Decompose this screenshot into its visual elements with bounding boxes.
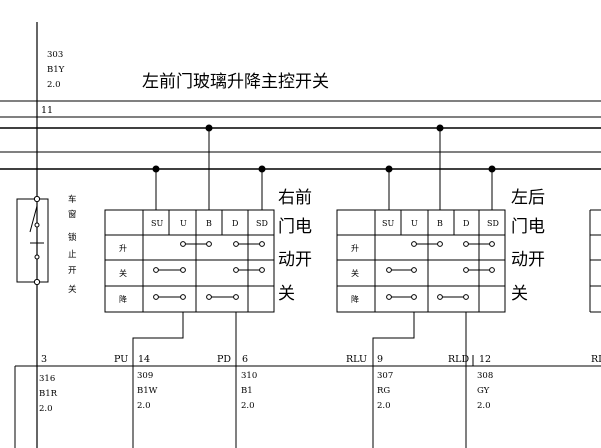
svg-text:门电: 门电 (511, 217, 545, 237)
svg-text:2.0: 2.0 (39, 404, 53, 414)
right-front-door-switch: SU U B D SD 升 关 降 (104, 124, 275, 448)
svg-text:动开: 动开 (511, 250, 545, 270)
svg-text:2.0: 2.0 (477, 401, 491, 411)
svg-text:14: 14 (138, 354, 150, 365)
svg-text:窗: 窗 (68, 209, 77, 220)
svg-text:B1W: B1W (137, 386, 158, 396)
svg-text:左后: 左后 (511, 188, 545, 208)
pin-12: 12 RI (479, 354, 601, 365)
svg-text:降: 降 (119, 294, 127, 304)
svg-text:B1: B1 (241, 386, 253, 396)
svg-text:2.0: 2.0 (377, 401, 391, 411)
pin-14: 14 PD (138, 354, 231, 365)
svg-text:SU: SU (382, 219, 394, 228)
svg-text:关: 关 (511, 284, 528, 304)
svg-text:锁: 锁 (68, 232, 77, 243)
svg-text:2.0: 2.0 (241, 401, 255, 411)
svg-text:GY: GY (477, 386, 490, 396)
svg-text:车: 车 (68, 194, 77, 205)
svg-text:SD: SD (487, 219, 499, 228)
svg-text:B: B (437, 219, 443, 228)
svg-text:U: U (411, 219, 418, 228)
svg-text:RI: RI (591, 354, 601, 365)
svg-text:关: 关 (119, 268, 127, 278)
svg-text:310: 310 (241, 371, 257, 381)
svg-text:B: B (206, 219, 212, 228)
svg-text:SD: SD (256, 219, 268, 228)
svg-text:D: D (463, 219, 469, 228)
svg-text:308: 308 (477, 371, 493, 381)
svg-text:降: 降 (351, 294, 359, 304)
top-wire-gauge: 2.0 (47, 80, 61, 90)
connector-id: 11 (41, 105, 53, 116)
svg-text:B1R: B1R (39, 389, 58, 399)
wire-316: 316 B1R 2.0 (39, 374, 58, 414)
wire-307: 307 RG 2.0 (377, 371, 393, 411)
svg-text:关: 关 (68, 284, 77, 295)
top-wire-number: 303 (47, 50, 63, 60)
wire-310: 310 B1 2.0 (241, 371, 257, 411)
svg-text:U: U (180, 219, 187, 228)
svg-text:开: 开 (68, 266, 77, 276)
lock-switch-label: 车 窗 锁 止 开 关 (68, 194, 77, 295)
right-front-switch-label: 右前 门电 动开 关 (278, 188, 312, 304)
pin-6: 6 RLU (242, 354, 367, 365)
svg-text:右前: 右前 (278, 188, 312, 208)
svg-text:316: 316 (39, 374, 55, 384)
svg-text:6: 6 (242, 354, 248, 365)
top-wire-color: B1Y (47, 65, 65, 75)
svg-text:RLD: RLD (448, 354, 469, 365)
svg-text:升: 升 (119, 244, 127, 253)
svg-text:2.0: 2.0 (137, 401, 151, 411)
svg-text:SU: SU (151, 219, 163, 228)
svg-text:D: D (232, 219, 238, 228)
pin-9: 9 RLD (377, 354, 469, 365)
svg-text:升: 升 (351, 244, 359, 253)
svg-text:309: 309 (137, 371, 153, 381)
svg-text:门电: 门电 (278, 217, 312, 237)
svg-text:RLU: RLU (346, 354, 367, 365)
svg-text:12: 12 (479, 354, 491, 365)
svg-text:RG: RG (377, 386, 390, 396)
partial-switch-right (589, 209, 601, 313)
svg-text:止: 止 (68, 249, 77, 260)
svg-text:3: 3 (41, 354, 47, 365)
svg-text:307: 307 (377, 371, 393, 381)
svg-text:PD: PD (217, 354, 231, 365)
svg-text:9: 9 (377, 354, 383, 365)
pin-3: 3 PU (41, 354, 128, 365)
svg-text:关: 关 (278, 284, 295, 304)
left-rear-switch-label: 左后 门电 动开 关 (511, 188, 545, 304)
wire-308: 308 GY 2.0 (477, 371, 493, 411)
diagram-title: 左前门玻璃升降主控开关 (142, 72, 329, 92)
svg-text:关: 关 (351, 268, 359, 278)
svg-text:动开: 动开 (278, 250, 312, 270)
window-lock-switch (16, 195, 49, 286)
left-rear-door-switch: SU U B D SD 升 关 降 (336, 124, 506, 448)
svg-text:PU: PU (114, 354, 128, 365)
wire-309: 309 B1W 2.0 (137, 371, 158, 411)
